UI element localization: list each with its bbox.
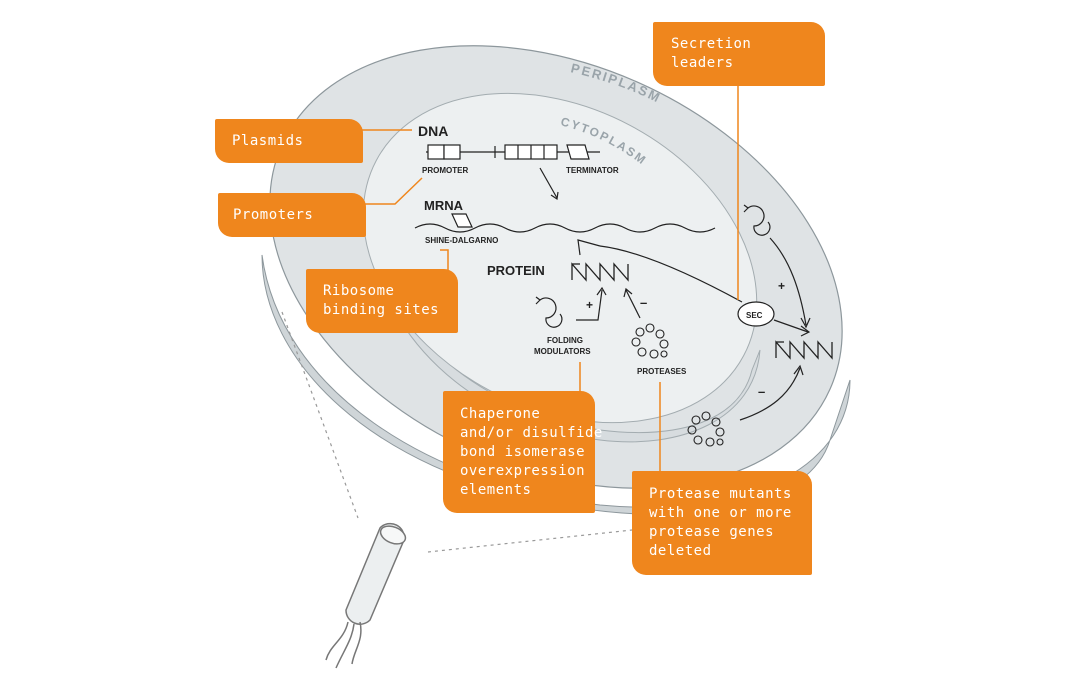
transcription-arrow — [539, 167, 559, 201]
bacterium-icon — [325, 522, 407, 669]
callout-text: elements — [460, 482, 532, 498]
callout-text: deleted — [649, 543, 712, 559]
sec-translocon — [737, 301, 775, 327]
callout-text: and/or disulfide — [460, 425, 603, 441]
periplasm-protein-icon — [775, 340, 833, 360]
callout-secretion-leaders: Secretion leaders — [653, 22, 825, 86]
promoter-label: PROMOTER — [422, 166, 468, 175]
dna-construct — [426, 144, 600, 160]
periplasm-side — [261, 254, 851, 515]
callout-text: Chaperone — [460, 406, 541, 422]
folding-label-1: FOLDING — [547, 336, 583, 345]
callout-leaders — [362, 84, 739, 474]
shine-dalgarno-label: SHINE-DALGARNO — [425, 236, 498, 245]
translation-arrow — [577, 239, 743, 303]
periplasm-modulator-icon — [743, 204, 771, 236]
folding-arrow — [576, 286, 607, 321]
callout-text: Secretion — [671, 36, 752, 52]
callout-promoters: Promoters — [218, 193, 366, 237]
ribosome-binding-site — [451, 213, 473, 228]
folding-plus: + — [586, 298, 593, 312]
folding-label-2: MODULATORS — [534, 347, 591, 356]
proteases-label: PROTEASES — [637, 367, 687, 376]
protease-minus: – — [640, 295, 647, 310]
protease-arrow — [623, 287, 641, 319]
cytoplasm-top — [362, 92, 758, 424]
callout-text: binding sites — [323, 302, 440, 318]
protein-icon — [571, 262, 629, 282]
callout-text: Plasmids — [232, 133, 304, 149]
terminator-label: TERMINATOR — [566, 166, 619, 175]
callout-text: Protease mutants — [649, 486, 792, 502]
dna-label: DNA — [418, 123, 448, 139]
periplasm-minus-arrow — [739, 364, 804, 421]
callout-text: Promoters — [233, 207, 314, 223]
callout-protease-mutants: Protease mutants with one or more protea… — [632, 471, 812, 575]
callout-text: bond isomerase — [460, 444, 586, 460]
callout-chaperone: Chaperone and/or disulfide bond isomeras… — [443, 391, 603, 513]
callout-ribosome-binding-sites: Ribosome binding sites — [306, 269, 458, 333]
callout-plasmids: Plasmids — [215, 119, 363, 163]
zoom-lines — [281, 311, 633, 553]
cytoplasm-rim — [371, 229, 761, 443]
periplasm-plus: + — [778, 279, 785, 293]
callout-text: protease genes — [649, 524, 775, 540]
secretion-arrow — [773, 319, 811, 337]
periplasm-protease-icon — [687, 411, 725, 447]
protease-icon — [631, 323, 669, 359]
folding-modulator-icon — [535, 296, 563, 328]
callout-text: Ribosome — [323, 283, 395, 299]
callout-text: overexpression — [460, 463, 586, 479]
periplasm-plus-arrow — [769, 237, 811, 329]
mrna-label: MRNA — [424, 198, 464, 213]
protein-label: PROTEIN — [487, 263, 545, 278]
periplasm-minus: – — [758, 384, 765, 399]
callout-text: leaders — [671, 55, 734, 71]
callout-text: with one or more — [649, 505, 792, 521]
sec-label: SEC — [746, 311, 763, 320]
mrna-strand — [414, 223, 716, 233]
cytoplasm-region — [362, 92, 761, 443]
